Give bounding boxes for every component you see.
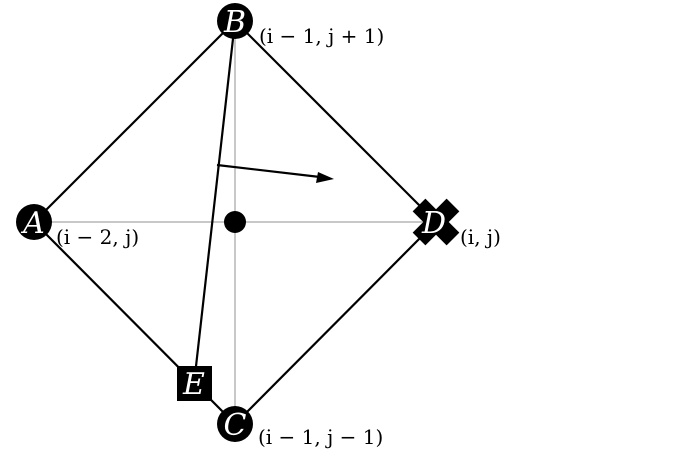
node-b: B — [217, 3, 253, 40]
node-a-coord: (i − 2, j) — [56, 225, 139, 249]
node-e: E — [177, 366, 212, 402]
node-e-marker — [177, 366, 212, 401]
edge-b-d — [234, 20, 437, 223]
edge-b-e — [192, 20, 237, 385]
node-a-marker — [16, 204, 52, 240]
node-c: C — [217, 406, 253, 443]
node-d-coord: (i, j) — [460, 225, 501, 249]
normal-arrow — [216, 163, 334, 183]
cross-icon — [412, 198, 460, 246]
edge-d-c — [234, 221, 437, 425]
node-a-letter: A — [20, 206, 45, 241]
node-d-letter: D — [421, 206, 446, 241]
center-dot — [224, 211, 246, 233]
node-c-marker — [217, 406, 253, 442]
node-c-letter: C — [224, 408, 247, 443]
edge-a-b — [33, 20, 236, 223]
node-b-marker — [217, 3, 253, 39]
node-a: A — [16, 204, 52, 241]
node-b-letter: B — [223, 5, 246, 40]
node-d: D — [412, 198, 460, 246]
node-b-coord: (i − 1, j + 1) — [259, 24, 384, 48]
node-c-coord: (i − 1, j − 1) — [258, 425, 383, 449]
node-e-letter: E — [182, 367, 205, 402]
